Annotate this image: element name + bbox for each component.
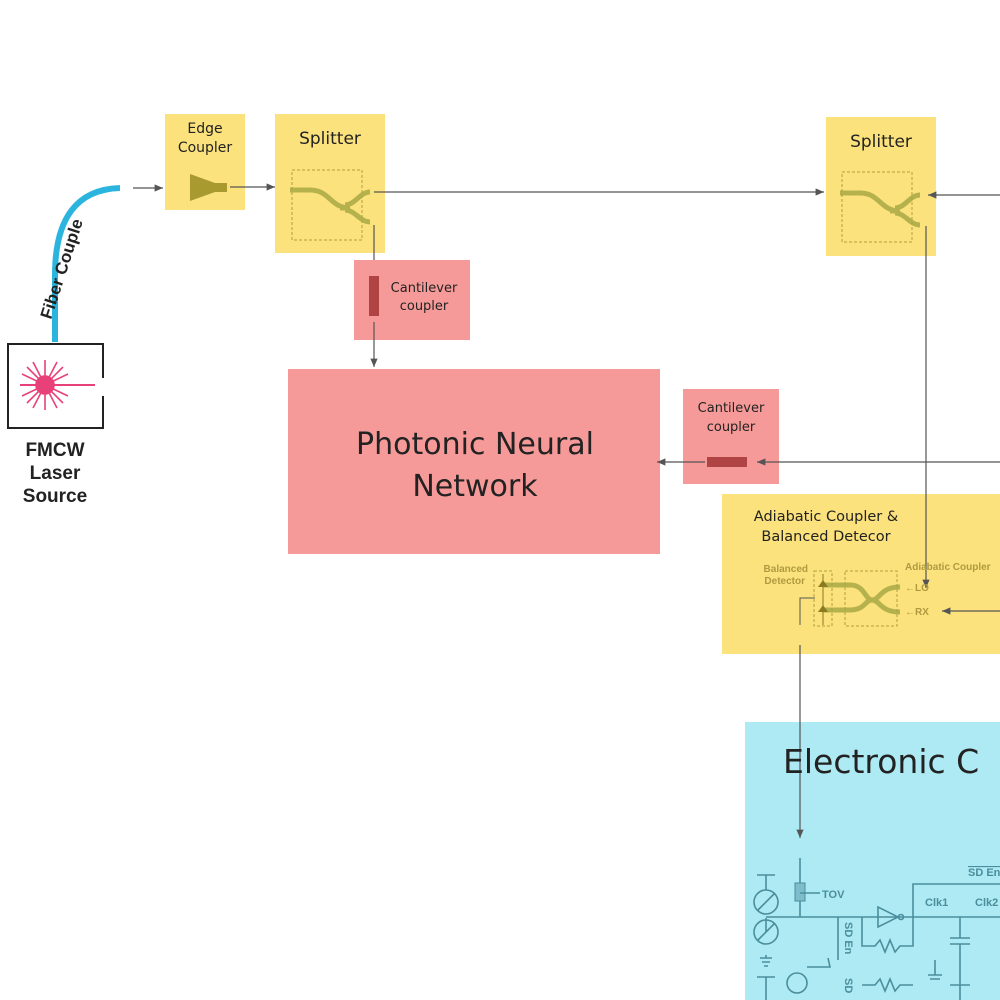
splitter-2-title: Splitter [850,132,912,152]
splitter-1-waveguide-icon [290,187,371,225]
adiabatic-coupler-block: Adiabatic Coupler & Balanced Detecor Bal… [722,494,1000,654]
tov-label: TOV [822,889,845,901]
electronic-circuit-block: Electronic C TOV Clk1 Clk2 SD En SD En S… [745,722,1000,1000]
edge-coupler-label-1: Edge [187,121,222,137]
clk1-label: Clk1 [925,897,948,909]
sd-label: SD [842,978,854,993]
adiabatic-waveguide-icon [823,582,901,615]
edge-coupler-block: Edge Coupler [165,114,245,210]
cantilever-coupler-1-block: Cantilever coupler [354,260,470,340]
cantilever-2-label-1: Cantilever [698,401,765,416]
cantilever-1-icon [369,276,379,316]
splitter-1-title: Splitter [299,129,361,149]
edge-coupler-label-2: Coupler [178,140,233,156]
fiber-cable [52,185,121,342]
cantilever-2-label-2: coupler [707,420,756,435]
laser-starburst-icon [20,360,95,410]
splitter-1-block: Splitter [275,114,385,253]
photonic-neural-network-block: Photonic Neural Network [288,369,660,554]
lo-port-label: ←LO [905,583,929,594]
pnn-label-1: Photonic Neural [356,427,594,462]
adiabatic-coupler-label: Adiabatic Coupler [905,562,991,573]
splitter-2-block: Splitter [826,117,936,256]
circuit-schematic: TOV Clk1 Clk2 SD En SD En SD [753,858,1000,1000]
splitter-2-waveguide-icon [840,190,921,228]
adiabatic-label-2: Balanced Detecor [761,529,890,545]
laser-box [7,343,104,429]
sd-en-label: SD En [842,922,854,955]
rx-port-label: ←RX [905,607,929,618]
cantilever-coupler-2-block: Cantilever coupler [683,389,779,484]
laser-source: Fiber Couple FMCW Laser Source [7,185,121,507]
laser-label-2: Laser [30,463,81,484]
laser-label-3: Source [23,486,87,507]
pnn-label-2: Network [412,469,538,504]
cantilever-1-label-2: coupler [400,299,449,314]
cantilever-2-icon [707,457,747,467]
laser-label-1: FMCW [25,440,84,461]
balanced-detector-label-2: Detector [764,576,805,587]
edge-coupler-taper-icon [190,174,227,201]
balanced-detector-label-1: Balanced [764,564,808,575]
photodiode-icon [818,574,828,625]
adiabatic-label-1: Adiabatic Coupler & [754,509,898,525]
clk2-label: Clk2 [975,897,998,909]
sd-en-bar-label: SD En [968,867,1000,879]
cantilever-1-label-1: Cantilever [391,281,458,296]
electronic-title: Electronic C [783,742,979,781]
